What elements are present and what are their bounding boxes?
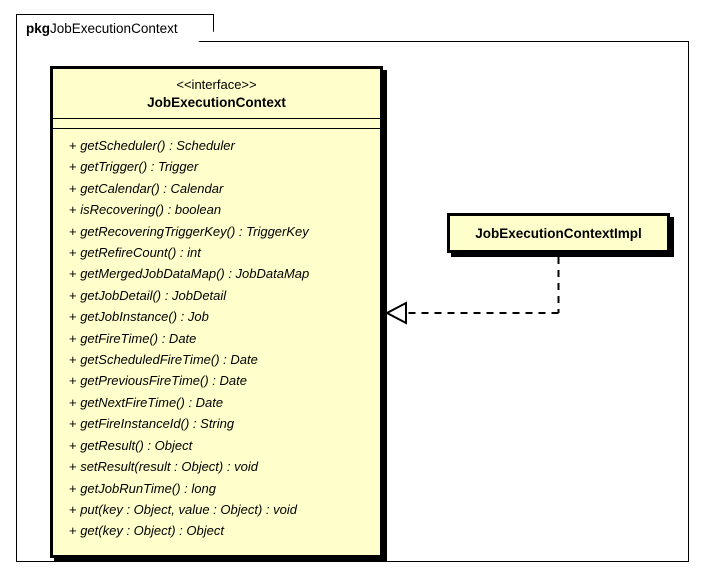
operation-visibility: +	[69, 394, 77, 410]
operation-visibility: +	[69, 138, 77, 153]
class-box-job-execution-context[interactable]: <<interface>> JobExecutionContext + getS…	[50, 66, 383, 558]
interface-box-shadow-bottom	[54, 558, 387, 562]
class-box-job-execution-context-impl[interactable]: JobExecutionContextImpl	[447, 213, 670, 253]
operation-signature: put(key : Object, value : Object) : void	[76, 501, 297, 517]
package-name-label: JobExecutionContext	[50, 21, 178, 36]
impl-box-shadow-bottom	[451, 253, 674, 257]
operation-signature: getNextFireTime() : Date	[76, 394, 224, 410]
operation-signature: getScheduler() : Scheduler	[76, 138, 235, 153]
operation-row: + getMergedJobDataMap() : JobDataMap	[53, 263, 380, 284]
operation-row: + get(key : Object) : Object	[53, 520, 380, 541]
operation-row: + getJobDetail() : JobDetail	[53, 285, 380, 306]
operation-row: + getScheduledFireTime() : Date	[53, 349, 380, 370]
operation-visibility: +	[69, 180, 77, 196]
operation-row: + getCalendar() : Calendar	[53, 178, 380, 199]
interface-header: <<interface>> JobExecutionContext	[53, 69, 380, 118]
operation-signature: getRefireCount() : int	[76, 245, 201, 261]
operation-row: + getPreviousFireTime() : Date	[53, 370, 380, 391]
attributes-compartment	[53, 119, 380, 128]
operation-signature: getScheduledFireTime() : Date	[76, 352, 258, 368]
operation-signature: getJobRunTime() : long	[76, 480, 216, 496]
operation-signature: getCalendar() : Calendar	[76, 180, 224, 196]
interface-box-shadow-right	[383, 70, 387, 562]
operation-visibility: +	[69, 223, 77, 239]
operations-compartment: + getScheduler() : Scheduler+ getTrigger…	[53, 129, 380, 546]
package-tab[interactable]: pkg JobExecutionContext	[16, 14, 214, 42]
package-tab-joint	[17, 40, 197, 43]
operation-signature: getFireInstanceId() : String	[76, 416, 235, 432]
operation-signature: setResult(result : Object) : void	[76, 459, 258, 475]
operation-visibility: +	[69, 437, 77, 453]
interface-name-label: JobExecutionContext	[147, 95, 286, 110]
operation-signature: getJobDetail() : JobDetail	[76, 287, 227, 303]
operation-row: + getNextFireTime() : Date	[53, 392, 380, 413]
operation-row: + getRecoveringTriggerKey() : TriggerKey	[53, 221, 380, 242]
operation-row: + getFireTime() : Date	[53, 328, 380, 349]
operation-row: + getScheduler() : Scheduler	[53, 135, 380, 156]
operation-row: + setResult(result : Object) : void	[53, 456, 380, 477]
operation-visibility: +	[69, 309, 77, 325]
compartment-separator-bottom	[53, 128, 380, 129]
operation-visibility: +	[69, 266, 77, 282]
operation-visibility: +	[69, 159, 77, 175]
impl-class-name-label: JobExecutionContextImpl	[475, 225, 642, 241]
operation-row: + isRecovering() : boolean	[53, 199, 380, 220]
operation-signature: get(key : Object) : Object	[76, 523, 224, 539]
operation-visibility: +	[69, 416, 77, 432]
operation-visibility: +	[69, 501, 77, 517]
operation-visibility: +	[69, 287, 77, 303]
operation-row: + getRefireCount() : int	[53, 242, 380, 263]
operation-visibility: +	[69, 352, 77, 368]
operation-row: + getFireInstanceId() : String	[53, 413, 380, 434]
operation-visibility: +	[69, 373, 77, 389]
operation-signature: getMergedJobDataMap() : JobDataMap	[76, 266, 310, 282]
operation-row: + getTrigger() : Trigger	[53, 156, 380, 177]
operation-visibility: +	[69, 459, 77, 475]
operation-signature: getResult() : Object	[76, 437, 193, 453]
operation-signature: getTrigger() : Trigger	[76, 159, 199, 175]
operation-visibility: +	[69, 523, 77, 539]
compartment-separator-top	[53, 118, 380, 119]
operation-visibility: +	[69, 245, 77, 261]
operation-visibility: +	[69, 202, 77, 218]
operation-row: + getJobInstance() : Job	[53, 306, 380, 327]
operation-signature: getJobInstance() : Job	[76, 309, 209, 325]
impl-box-shadow-right	[670, 217, 674, 257]
operation-signature: isRecovering() : boolean	[76, 202, 222, 218]
package-keyword-label: pkg	[26, 21, 51, 36]
operation-signature: getRecoveringTriggerKey() : TriggerKey	[76, 223, 309, 239]
operation-signature: getPreviousFireTime() : Date	[76, 373, 247, 389]
operation-row: + getResult() : Object	[53, 435, 380, 456]
operation-signature: getFireTime() : Date	[76, 330, 197, 346]
operation-row: + put(key : Object, value : Object) : vo…	[53, 499, 380, 520]
operation-visibility: +	[69, 480, 77, 496]
operation-visibility: +	[69, 330, 77, 346]
operation-row: + getJobRunTime() : long	[53, 478, 380, 499]
interface-stereotype-label: <<interface>>	[176, 77, 257, 92]
